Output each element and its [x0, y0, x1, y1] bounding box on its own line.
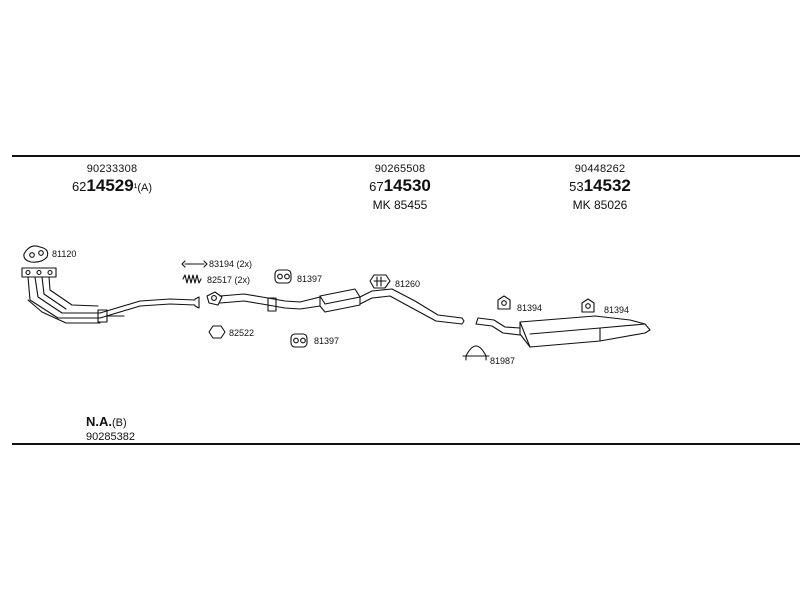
- coil-spring-icon: [182, 274, 202, 284]
- rubber-mount-icon: [581, 298, 595, 313]
- bottom-divider: [12, 443, 800, 445]
- label-rubber-b: 81394: [604, 305, 630, 315]
- label-rubber-a: 81394: [517, 303, 543, 313]
- bracket-icon: [369, 274, 391, 289]
- oe-number: 90233308: [86, 163, 138, 175]
- label-hanger-upper: 81397: [297, 274, 323, 284]
- part-number: 5314532: [569, 176, 631, 195]
- rear-silencer-icon: [475, 315, 651, 348]
- hanger-lower-icon: [290, 333, 308, 348]
- label-ring: 82522: [229, 328, 255, 338]
- na-text: N.A.: [86, 414, 112, 429]
- label-hanger-lower: 81397: [314, 336, 340, 346]
- na-oe-number: 90285382: [86, 431, 135, 443]
- spring-icon: [181, 260, 208, 268]
- part-number: 6214529¹(A): [71, 176, 153, 195]
- middle-silencer-icon: [206, 288, 465, 325]
- label-bracket: 81260: [395, 279, 421, 289]
- mk-number: MK 85026: [572, 198, 628, 212]
- label-spring-a: 83194 (2x): [209, 259, 253, 269]
- header-middle-silencer: 90265508 6714530 MK 85455: [350, 163, 450, 213]
- front-pipe-icon: [21, 267, 200, 324]
- gasket-icon: [23, 245, 49, 263]
- header-front-pipe: 90233308 6214529¹(A): [62, 163, 162, 198]
- mk-number: MK 85455: [372, 198, 428, 212]
- hanger-upper-icon: [274, 269, 292, 284]
- header-rear-silencer: 90448262 5314532 MK 85026: [550, 163, 650, 213]
- ring-icon: [208, 325, 226, 339]
- part-number: 6714530: [369, 176, 431, 195]
- na-note: N.A.(B) 90285382: [86, 413, 135, 444]
- na-suffix: (B): [112, 417, 127, 429]
- oe-number: 90265508: [374, 163, 426, 175]
- rubber-mount-icon: [497, 295, 511, 310]
- top-divider: [12, 155, 800, 157]
- clamp-icon: [462, 345, 490, 361]
- label-clamp: 81987: [490, 356, 516, 366]
- label-gasket: 81120: [52, 249, 77, 259]
- oe-number: 90448262: [574, 163, 626, 175]
- label-spring-b: 82517 (2x): [207, 275, 251, 285]
